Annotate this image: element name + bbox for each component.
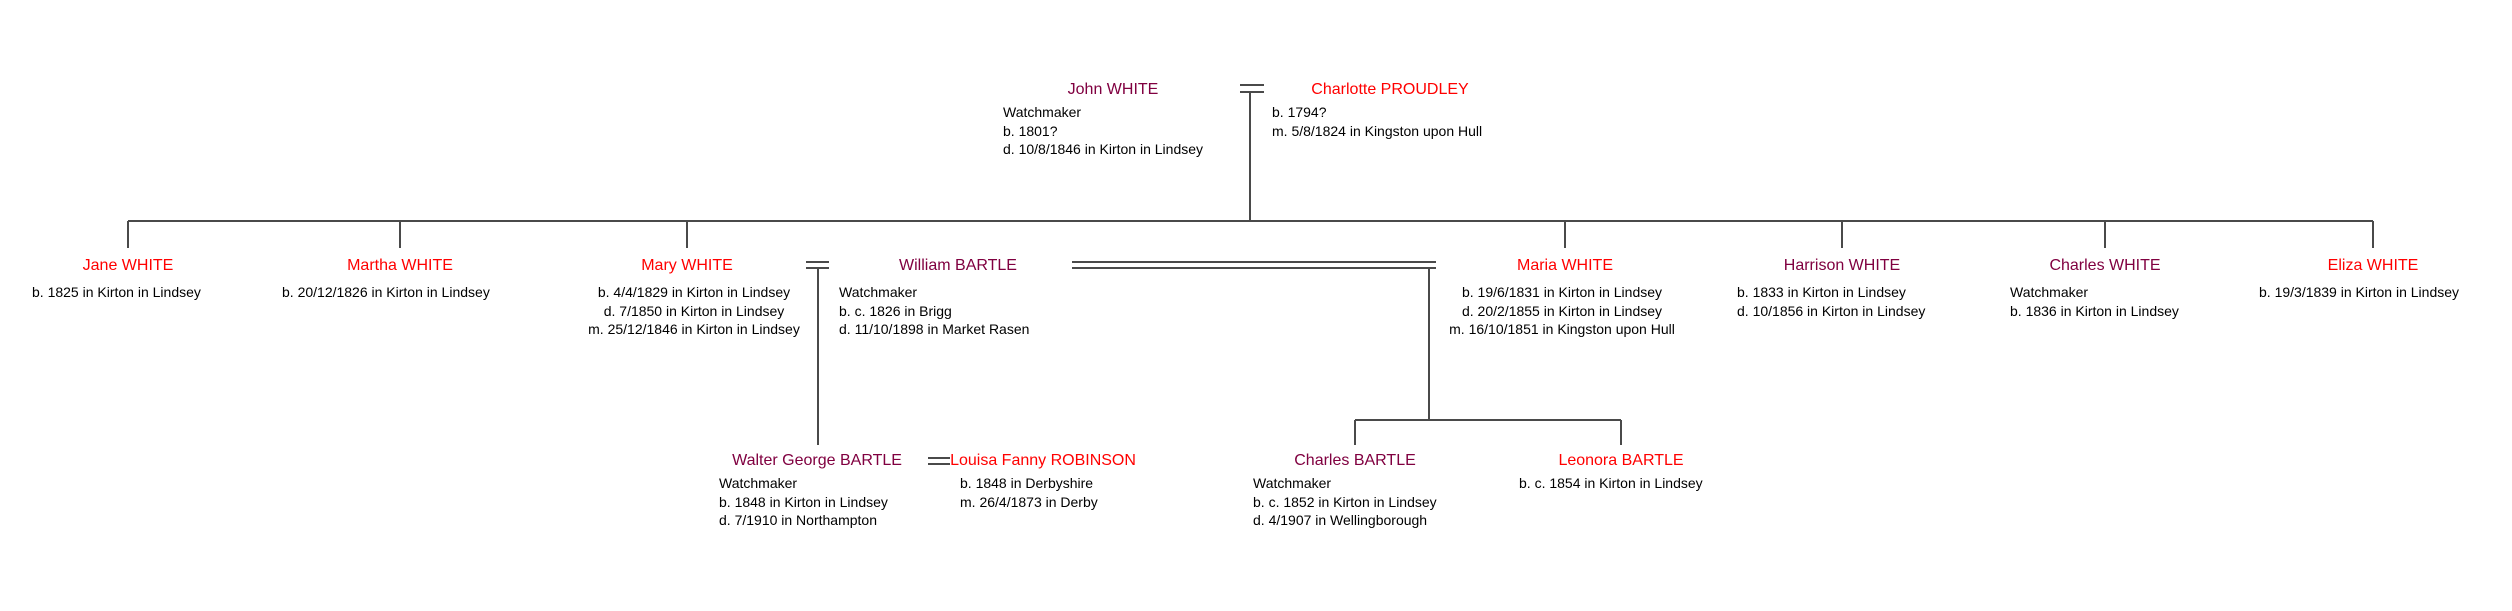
person-name-louisa-fanny-robinson[interactable]: Louisa Fanny ROBINSON — [950, 452, 1136, 469]
birth: b. 19/3/1839 in Kirton in Lindsey — [2259, 284, 2460, 300]
person-name-walter-george-bartle[interactable]: Walter George BARTLE — [732, 452, 902, 469]
person-name-martha-white[interactable]: Martha WHITE — [347, 257, 453, 274]
person-details-john-white: Watchmaker b. 1801? d. 10/8/1846 in Kirt… — [1003, 103, 1203, 159]
person-details-charles-bartle: Watchmaker b. c. 1852 in Kirton in Linds… — [1253, 474, 1437, 530]
marriage: m. 16/10/1851 in Kingston upon Hull — [1449, 321, 1675, 338]
person-name-maria-white[interactable]: Maria WHITE — [1517, 257, 1613, 274]
birth: b. 19/6/1831 in Kirton in Lindsey — [1461, 284, 1663, 300]
occupation: Watchmaker — [1003, 104, 1082, 120]
person-name-jane-white[interactable]: Jane WHITE — [82, 257, 174, 274]
person-details-louisa-fanny-robinson: b. 1848 in Derbyshire m. 26/4/1873 in De… — [960, 474, 1098, 511]
marriage-mary-william — [806, 261, 829, 445]
birth: b. 4/4/1829 in Kirton in Lindsey — [597, 284, 791, 300]
marriage-walter-louisa — [928, 457, 950, 465]
marriage: m. 25/12/1846 in Kirton in Lindsey — [588, 321, 800, 338]
person-name-charles-bartle[interactable]: Charles BARTLE — [1294, 452, 1416, 469]
person-name-harrison-white[interactable]: Harrison WHITE — [1783, 257, 1901, 274]
person-details-walter-george-bartle: Watchmaker b. 1848 in Kirton in Lindsey … — [719, 474, 888, 530]
person-details-william-bartle: Watchmaker b. c. 1826 in Brigg d. 11/10/… — [839, 283, 1029, 339]
birth: b. c. 1854 in Kirton in Lindsey — [1519, 475, 1703, 491]
person-details-charles-white: Watchmaker b. 1836 in Kirton in Lindsey — [2010, 283, 2179, 320]
birth: b. 1794? — [1272, 104, 1327, 120]
birth: b. 1836 in Kirton in Lindsey — [2010, 302, 2179, 319]
person-name-charles-white[interactable]: Charles WHITE — [2049, 257, 2161, 274]
death: d. 10/1856 in Kirton in Lindsey — [1737, 302, 1926, 319]
birth: b. c. 1826 in Brigg — [839, 302, 952, 319]
birth: b. 1825 in Kirton in Lindsey — [32, 284, 201, 300]
person-name-mary-white[interactable]: Mary WHITE — [641, 257, 733, 274]
person-details-mary-white: b. 4/4/1829 in Kirton in Lindsey d. 7/18… — [588, 283, 800, 339]
birth: b. 1848 in Kirton in Lindsey — [719, 493, 888, 510]
person-details-jane-white: b. 1825 in Kirton in Lindsey — [32, 283, 201, 302]
person-name-john-white[interactable]: John WHITE — [1067, 81, 1159, 98]
person-name-william-bartle[interactable]: William BARTLE — [899, 257, 1017, 274]
occupation: Watchmaker — [719, 475, 798, 491]
birth: b. 1833 in Kirton in Lindsey — [1737, 284, 1906, 300]
person-details-charlotte-proudley: b. 1794? m. 5/8/1824 in Kingston upon Hu… — [1272, 103, 1482, 140]
person-details-maria-white: b. 19/6/1831 in Kirton in Lindsey d. 20/… — [1449, 283, 1675, 339]
birth: b. 20/12/1826 in Kirton in Lindsey — [282, 284, 490, 300]
death: d. 10/8/1846 in Kirton in Lindsey — [1003, 141, 1204, 158]
occupation: Watchmaker — [839, 284, 918, 300]
sibling-bar — [127, 220, 2374, 248]
death: d. 20/2/1855 in Kirton in Lindsey — [1461, 302, 1663, 319]
person-name-eliza-white[interactable]: Eliza WHITE — [2327, 257, 2419, 274]
birth: b. 1801? — [1003, 122, 1058, 139]
death: d. 11/10/1898 in Market Rasen — [839, 321, 1030, 338]
occupation: Watchmaker — [1253, 475, 1332, 491]
marriage-william-maria — [1072, 261, 1622, 445]
death: d. 7/1910 in Northampton — [719, 512, 877, 529]
person-details-martha-white: b. 20/12/1826 in Kirton in Lindsey — [282, 283, 490, 302]
birth: b. c. 1852 in Kirton in Lindsey — [1253, 493, 1437, 510]
person-name-charlotte-proudley[interactable]: Charlotte PROUDLEY — [1311, 81, 1469, 98]
person-details-leonora-bartle: b. c. 1854 in Kirton in Lindsey — [1519, 474, 1703, 493]
death: d. 4/1907 in Wellingborough — [1253, 512, 1428, 529]
marriage-john-charlotte — [1240, 84, 1264, 221]
person-details-harrison-white: b. 1833 in Kirton in Lindsey d. 10/1856 … — [1737, 283, 1925, 320]
death: d. 7/1850 in Kirton in Lindsey — [603, 302, 785, 319]
occupation: Watchmaker — [2010, 284, 2089, 300]
birth: b. 1848 in Derbyshire — [960, 475, 1094, 491]
person-details-eliza-white: b. 19/3/1839 in Kirton in Lindsey — [2259, 283, 2459, 302]
marriage: m. 5/8/1824 in Kingston upon Hull — [1272, 122, 1483, 139]
marriage: m. 26/4/1873 in Derby — [960, 493, 1098, 510]
person-name-leonora-bartle[interactable]: Leonora BARTLE — [1558, 452, 1684, 469]
